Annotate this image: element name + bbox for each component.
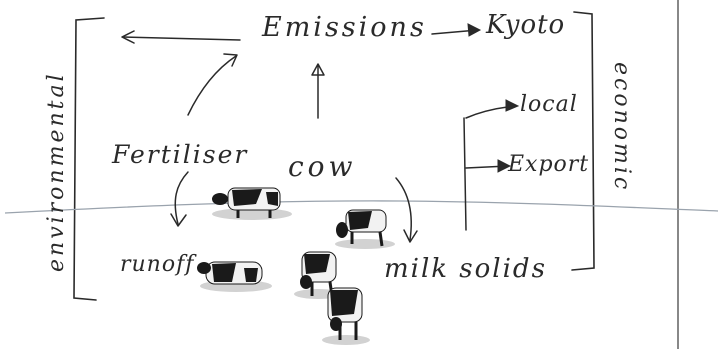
- export-label: Export: [508, 152, 590, 177]
- fertiliser-runoff-arrow: [174, 171, 189, 225]
- emissions-label: Emissions: [262, 12, 427, 43]
- cow-top-center: [212, 187, 292, 220]
- environmental-bracket: [73, 17, 105, 301]
- cow-label: cow: [288, 150, 357, 183]
- economic-bracket: [571, 11, 595, 271]
- emissions-left-arrow: [123, 36, 241, 41]
- horizon-line: [4, 200, 719, 214]
- economic-label: economic: [609, 62, 634, 193]
- local-label: local: [520, 92, 578, 117]
- environmental-label: environmental: [44, 71, 69, 272]
- cow-milksolids-arrow: [395, 177, 412, 241]
- fertiliser-emissions-arrow: [187, 55, 237, 116]
- runoff-label: runoff: [120, 252, 195, 277]
- cow-left-lying: [197, 261, 272, 292]
- milksolids-branch-line: [463, 117, 467, 231]
- milk-solids-label: milk solids: [384, 254, 547, 284]
- fertiliser-label: Fertiliser: [112, 140, 249, 169]
- cow-right: [335, 209, 395, 249]
- kyoto-label: Kyoto: [486, 10, 566, 40]
- cow-bottom: [322, 287, 370, 345]
